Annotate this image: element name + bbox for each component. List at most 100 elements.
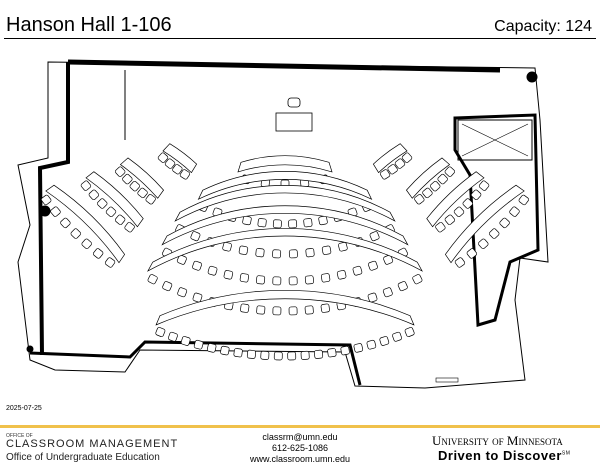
seat[interactable]	[50, 206, 61, 217]
seat[interactable]	[193, 339, 204, 350]
seat[interactable]	[366, 339, 377, 350]
seat[interactable]	[305, 248, 315, 258]
contact-email[interactable]: classrm@umn.edu	[262, 432, 338, 442]
seat[interactable]	[353, 343, 364, 353]
seat[interactable]	[240, 303, 250, 313]
seat[interactable]	[164, 158, 176, 169]
seat[interactable]	[470, 189, 482, 200]
seat[interactable]	[489, 228, 500, 239]
seat[interactable]	[206, 343, 217, 353]
seat[interactable]	[272, 306, 282, 316]
seat[interactable]	[379, 169, 391, 180]
seat[interactable]	[397, 281, 408, 292]
seat[interactable]	[256, 305, 266, 315]
seat[interactable]	[321, 245, 332, 255]
seat[interactable]	[462, 198, 473, 209]
seat[interactable]	[223, 270, 234, 280]
seat[interactable]	[352, 265, 363, 276]
seat[interactable]	[288, 219, 298, 229]
seat[interactable]	[246, 349, 256, 359]
seat[interactable]	[273, 351, 283, 361]
seat[interactable]	[179, 169, 191, 180]
seat[interactable]	[499, 217, 510, 229]
seat[interactable]	[257, 218, 267, 228]
seat[interactable]	[367, 292, 378, 303]
seat[interactable]	[260, 350, 270, 360]
seat[interactable]	[454, 257, 466, 268]
seat[interactable]	[466, 248, 478, 259]
contact-website[interactable]: www.classroom.umn.edu	[249, 454, 351, 464]
seat[interactable]	[394, 158, 406, 169]
seat[interactable]	[412, 274, 423, 285]
seat[interactable]	[288, 249, 298, 259]
seat[interactable]	[314, 349, 324, 359]
seat[interactable]	[437, 173, 448, 185]
seat[interactable]	[256, 275, 266, 285]
seat[interactable]	[272, 219, 282, 229]
seat[interactable]	[180, 336, 191, 346]
seat[interactable]	[288, 276, 298, 286]
seat[interactable]	[172, 164, 183, 175]
seat[interactable]	[137, 187, 148, 199]
seat[interactable]	[320, 303, 330, 313]
seat[interactable]	[176, 254, 188, 266]
seat[interactable]	[320, 273, 331, 283]
seat[interactable]	[383, 254, 394, 266]
seat[interactable]	[60, 217, 71, 229]
seat[interactable]	[478, 180, 490, 191]
seat[interactable]	[220, 345, 230, 356]
seat[interactable]	[444, 166, 456, 177]
seat[interactable]	[41, 194, 52, 206]
seat[interactable]	[238, 245, 249, 255]
seat[interactable]	[92, 248, 104, 259]
seat[interactable]	[518, 194, 529, 206]
seat[interactable]	[303, 218, 313, 228]
seat[interactable]	[70, 228, 81, 239]
seat[interactable]	[340, 345, 350, 356]
seat[interactable]	[287, 351, 297, 361]
seat[interactable]	[327, 348, 337, 358]
seat[interactable]	[233, 348, 243, 358]
seat[interactable]	[242, 215, 252, 226]
seat[interactable]	[509, 206, 520, 217]
seat[interactable]	[155, 327, 166, 337]
seat[interactable]	[129, 180, 140, 192]
seat[interactable]	[80, 180, 92, 191]
seat[interactable]	[177, 287, 188, 298]
seat[interactable]	[422, 187, 433, 199]
seat[interactable]	[81, 238, 92, 249]
seat[interactable]	[222, 241, 232, 252]
seat[interactable]	[444, 214, 456, 225]
seat[interactable]	[114, 214, 126, 225]
seat[interactable]	[300, 350, 310, 360]
seat[interactable]	[414, 194, 425, 205]
seat[interactable]	[162, 281, 173, 292]
seat[interactable]	[288, 306, 298, 316]
seat[interactable]	[104, 257, 116, 268]
seat[interactable]	[404, 327, 415, 337]
seat[interactable]	[190, 231, 201, 242]
seat[interactable]	[114, 166, 126, 177]
seat[interactable]	[272, 249, 282, 259]
seat[interactable]	[157, 152, 169, 163]
seat[interactable]	[122, 173, 133, 185]
seat[interactable]	[453, 206, 465, 218]
seat[interactable]	[97, 198, 108, 209]
seat[interactable]	[239, 273, 250, 283]
seat[interactable]	[478, 238, 489, 249]
seat[interactable]	[336, 270, 347, 280]
seat[interactable]	[192, 292, 203, 303]
seat[interactable]	[255, 248, 265, 258]
seat[interactable]	[318, 215, 328, 226]
seat[interactable]	[88, 189, 100, 200]
seat[interactable]	[379, 336, 390, 346]
seat[interactable]	[304, 275, 314, 285]
seat[interactable]	[392, 331, 402, 342]
seat[interactable]	[430, 180, 441, 192]
seat[interactable]	[435, 222, 446, 233]
seat[interactable]	[192, 260, 202, 271]
seat[interactable]	[145, 194, 156, 205]
seat[interactable]	[272, 276, 282, 286]
seat[interactable]	[207, 265, 218, 276]
seat[interactable]	[338, 241, 348, 252]
